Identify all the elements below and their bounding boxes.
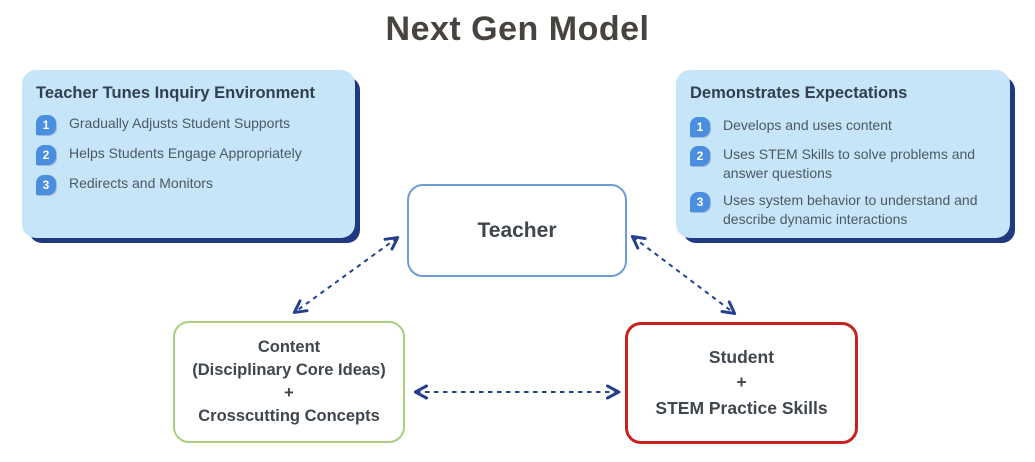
list-item: 3 Redirects and Monitors xyxy=(36,174,341,196)
number-badge: 1 xyxy=(36,115,56,136)
callout-heading: Teacher Tunes Inquiry Environment xyxy=(36,84,316,102)
list-item: 3 Uses system behavior to understand and… xyxy=(690,191,996,229)
list-item-label: Uses STEM Skills to solve problems and a… xyxy=(723,146,976,182)
number-badge: 1 xyxy=(690,117,710,138)
node-label-line: + xyxy=(284,384,294,402)
list-item-label: Helps Students Engage Appropriately xyxy=(69,145,302,162)
node-content: Content (Disciplinary Core Ideas) + Cros… xyxy=(173,321,405,443)
node-teacher: Teacher xyxy=(407,184,627,277)
list-item-label: Gradually Adjusts Student Supports xyxy=(69,115,291,132)
node-label-line: Content xyxy=(257,337,321,356)
node-label-line: STEM Practice Skills xyxy=(655,397,828,418)
node-label: Teacher xyxy=(477,218,557,242)
list-item: 2 Uses STEM Skills to solve problems and… xyxy=(690,145,996,183)
node-label-line: Crosscutting Concepts xyxy=(198,407,380,426)
list-item-label: Uses system behavior to understand and d… xyxy=(723,192,978,228)
number-badge: 2 xyxy=(690,146,710,167)
callout-demonstrates-expectations: Demonstrates Expectations 1 Develops and… xyxy=(676,70,1010,238)
node-label-line: Student xyxy=(708,346,775,367)
list-item-label: Redirects and Monitors xyxy=(69,175,213,192)
page-title: Next Gen Model xyxy=(385,10,650,48)
list-item: 1 Develops and uses content xyxy=(690,116,996,138)
list-item: 2 Helps Students Engage Appropriately xyxy=(36,144,341,166)
connector-teacher-student xyxy=(633,237,734,313)
node-label-line: (Disciplinary Core Ideas) xyxy=(192,360,386,379)
node-label-line: + xyxy=(736,372,747,393)
list-item: 1 Gradually Adjusts Student Supports xyxy=(36,114,341,136)
number-badge: 2 xyxy=(36,145,56,166)
number-badge: 3 xyxy=(36,175,56,196)
number-badge: 3 xyxy=(690,192,710,213)
connector-teacher-content xyxy=(295,238,397,312)
callout-teacher-tunes: Teacher Tunes Inquiry Environment 1 Grad… xyxy=(22,70,355,238)
list-item-label: Develops and uses content xyxy=(723,117,892,134)
callout-heading: Demonstrates Expectations xyxy=(690,84,908,102)
node-student: Student + STEM Practice Skills xyxy=(625,322,858,444)
